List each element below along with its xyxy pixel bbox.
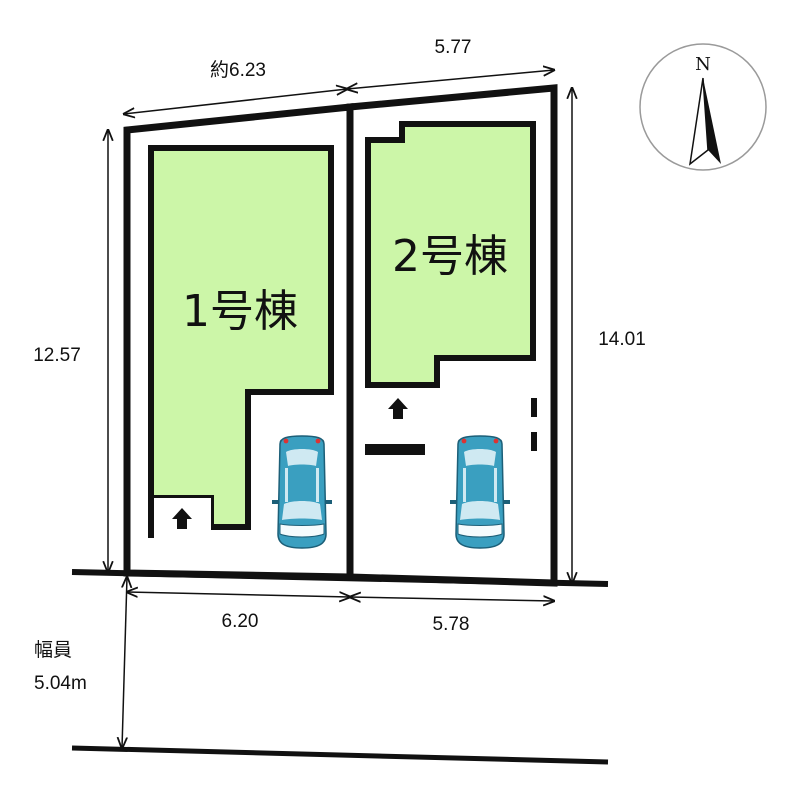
road-width-value: 5.04m [34,673,87,694]
building-1-label: 1号棟 [182,286,298,337]
marker-post [531,432,537,451]
dim-line-bottom-lot1 [127,592,350,597]
car-icon [449,435,511,549]
dim-left-depth: 12.57 [33,345,81,366]
dim-line-top-lot2 [347,70,554,89]
road-opposite-line [71,745,609,765]
dim-bottom-lot2: 5.78 [433,614,470,635]
building-2 [365,121,536,388]
dim-line-bottom-lot2 [350,597,554,601]
dim-line-top-lot1 [124,89,347,114]
dim-top-lot1: 約6.23 [210,59,266,81]
car-icon [271,435,333,549]
road-width-label: 幅員 [34,639,72,661]
marker-post [531,398,537,417]
boundary-block [365,444,425,455]
dim-right-depth: 14.01 [598,329,646,350]
building-2-label: 2号棟 [392,231,508,282]
entrance-arrow-icon [172,508,192,529]
dim-bottom-lot1: 6.20 [222,611,259,632]
compass-icon: N [639,43,767,171]
entrance-arrow-icon [388,398,408,419]
dim-line-road [122,577,127,748]
north-label: N [695,54,711,75]
dim-top-lot2: 5.77 [435,37,472,58]
